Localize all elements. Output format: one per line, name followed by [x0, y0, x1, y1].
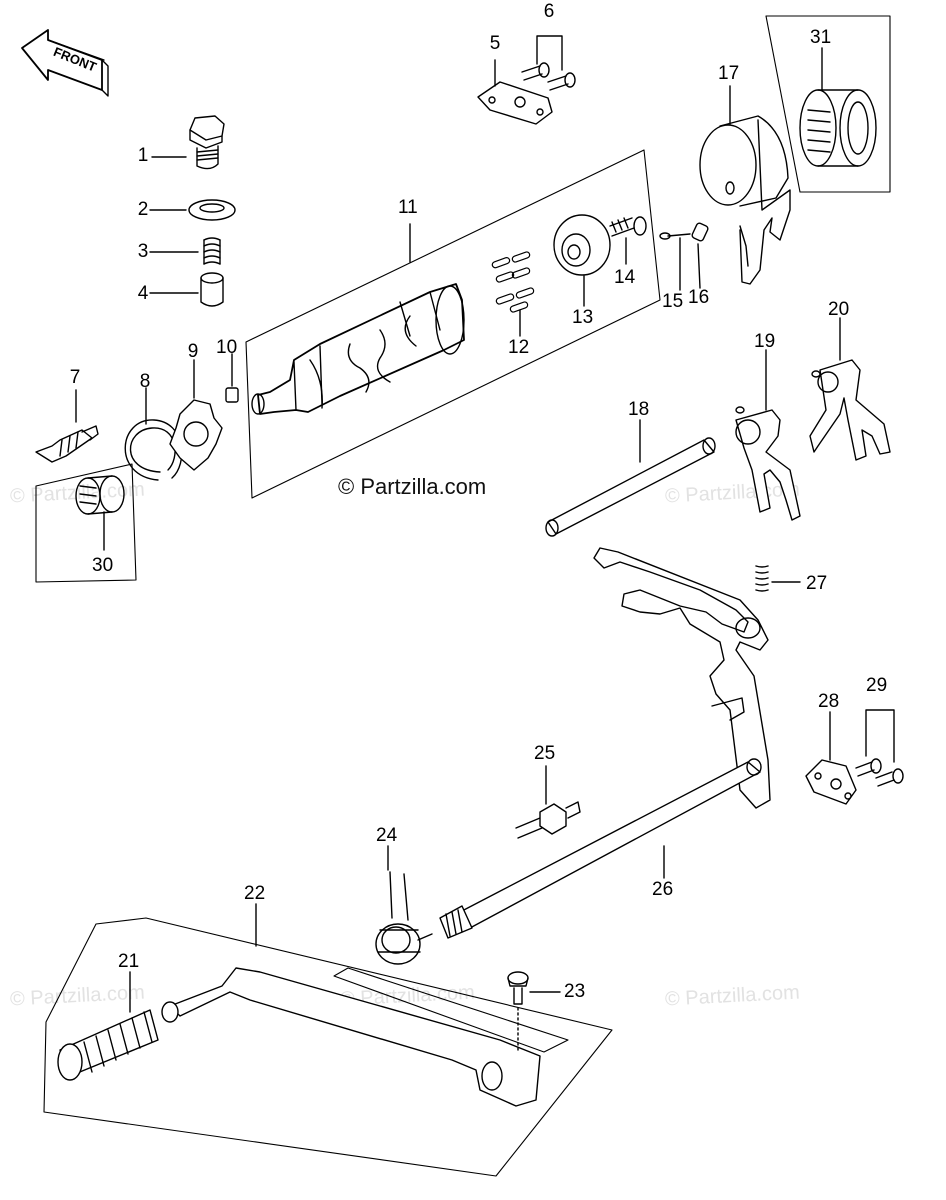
washer-part — [188, 199, 236, 221]
callout-23: 23 — [564, 981, 586, 1002]
needle-bearing-31-part — [799, 89, 877, 167]
callout-6: 6 — [543, 1, 555, 22]
callout-25: 25 — [534, 743, 556, 764]
fork-rod-part — [545, 437, 716, 537]
shift-fork-20-part — [809, 359, 891, 461]
pin-plate-part — [553, 214, 611, 276]
callout-2: 2 — [137, 199, 149, 220]
callout-5: 5 — [489, 33, 501, 54]
callout-17: 17 — [718, 63, 740, 84]
pedal-rubber-21-part — [57, 1009, 159, 1081]
callout-8: 8 — [139, 371, 151, 392]
neutral-switch-part — [35, 425, 99, 463]
callout-27: 27 — [806, 573, 828, 594]
bearing-31-outline — [765, 15, 891, 193]
callout-22: 22 — [244, 883, 266, 904]
callout-24: 24 — [376, 825, 398, 846]
shift-fork-17-part — [699, 115, 791, 285]
callout-21: 21 — [118, 951, 140, 972]
callout-29: 29 — [866, 675, 888, 696]
shift-drum-part — [251, 283, 465, 415]
callout-19: 19 — [754, 331, 776, 352]
drain-bolt-part — [189, 115, 225, 170]
pin-part — [200, 272, 224, 307]
plate-28-part — [805, 759, 857, 805]
small-pin-part — [225, 387, 239, 403]
shift-pedal-22-part — [161, 967, 541, 1107]
callout-9: 9 — [187, 341, 199, 362]
pin-15-16-part — [659, 222, 709, 242]
shift-pins-part — [491, 251, 535, 313]
callout-18: 18 — [628, 399, 650, 420]
cam-star-part — [169, 399, 223, 471]
drum-kit-outline — [245, 149, 661, 499]
callout-31: 31 — [810, 27, 832, 48]
shift-fork-19-part — [735, 406, 801, 521]
spring-part — [203, 237, 221, 265]
shift-shaft-26-part — [439, 547, 771, 939]
callout-20: 20 — [828, 299, 850, 320]
callout-12: 12 — [508, 337, 530, 358]
callout-14: 14 — [614, 267, 636, 288]
callout-1: 1 — [137, 145, 149, 166]
front-arrow-icon: FRONT — [21, 29, 109, 97]
pedal-kit-outline — [43, 917, 613, 1177]
callout-15: 15 — [662, 291, 684, 312]
return-spring-24-part — [375, 871, 433, 965]
screw-part — [521, 62, 576, 91]
callout-28: 28 — [818, 691, 840, 712]
needle-bearing-30-part — [75, 475, 125, 515]
callout-7: 7 — [69, 367, 81, 388]
circlip-part — [124, 419, 183, 481]
callout-10: 10 — [216, 337, 238, 358]
screw-29-part — [855, 758, 904, 787]
spring-27-part — [755, 565, 769, 592]
callout-13: 13 — [572, 307, 594, 328]
screw-14-part — [609, 216, 647, 237]
bearing-30-outline — [35, 463, 137, 583]
copyright-notice: © Partzilla.com — [338, 474, 487, 499]
pedal-bolt-23-part — [507, 971, 529, 1053]
callout-3: 3 — [137, 241, 149, 262]
stopper-bolt-25-part — [515, 801, 581, 839]
holder-plate-part — [477, 81, 553, 125]
callout-4: 4 — [137, 283, 149, 304]
callout-11: 11 — [398, 197, 418, 218]
callout-16: 16 — [688, 287, 710, 308]
callout-30: 30 — [92, 555, 114, 576]
callout-26: 26 — [652, 879, 674, 900]
